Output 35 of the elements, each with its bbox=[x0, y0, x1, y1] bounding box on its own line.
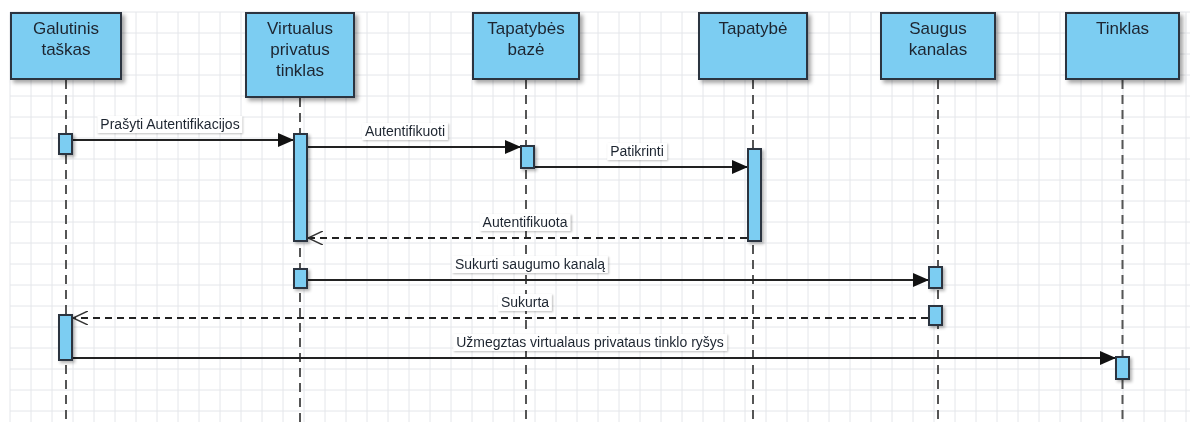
activation-bar bbox=[58, 314, 73, 361]
activation-bar bbox=[58, 133, 73, 155]
lifeline-head bbox=[10, 12, 122, 80]
message-arrow bbox=[534, 160, 748, 174]
lifeline-head bbox=[472, 12, 580, 80]
message-arrow bbox=[72, 133, 294, 147]
activation-bar bbox=[928, 266, 943, 289]
activation-bar bbox=[293, 133, 308, 242]
lifeline-title: Saugus kanalas bbox=[907, 18, 969, 60]
lifeline-head bbox=[245, 12, 355, 98]
lifeline-head bbox=[880, 12, 996, 80]
edge-label: Autentifikuota bbox=[479, 214, 571, 231]
activation-bar bbox=[520, 145, 535, 169]
edge-label: Sukurta bbox=[497, 294, 553, 311]
activation-bar bbox=[747, 148, 762, 242]
edge-label: Autentifikuoti bbox=[361, 123, 449, 140]
edge-label: Sukurti saugumo kanalą bbox=[451, 256, 609, 273]
lifeline-title: Virtualus privatus tinklas bbox=[266, 18, 334, 81]
lifeline-head bbox=[698, 12, 808, 80]
activation-bar bbox=[293, 268, 308, 289]
lifeline-head bbox=[1065, 12, 1180, 80]
edge-label: Prašyti Autentifikacijos bbox=[97, 116, 243, 133]
lifeline-title: Tapatybės bazė bbox=[486, 18, 566, 60]
message-arrow bbox=[307, 140, 521, 154]
lifeline-title: Tinklas bbox=[1095, 18, 1150, 39]
edge-label: Užmegztas virtualaus privataus tinklo ryšys bbox=[453, 334, 727, 351]
return-arrow bbox=[72, 310, 929, 326]
return-arrow bbox=[307, 230, 748, 246]
lifeline-title: Galutinis taškas bbox=[31, 18, 101, 60]
activation-bar bbox=[1115, 356, 1130, 380]
activation-bar bbox=[928, 305, 943, 326]
edge-label: Patikrinti bbox=[607, 143, 667, 160]
lifeline-title: Tapatybė bbox=[718, 18, 788, 39]
message-arrow bbox=[72, 351, 1116, 365]
message-arrow bbox=[307, 273, 929, 287]
